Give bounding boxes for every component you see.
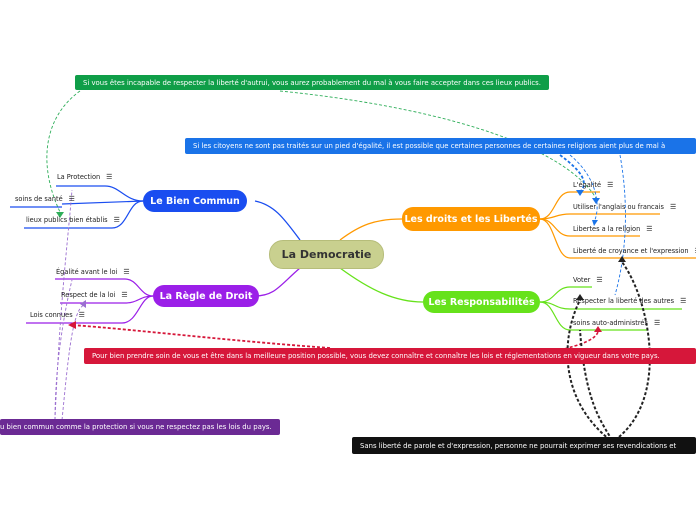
note-black[interactable]: Sans liberté de parole et d'expression, …: [352, 437, 696, 454]
menu-icon[interactable]: ☰: [670, 203, 677, 211]
leaf-soins-sante[interactable]: soins de santé ☰: [15, 195, 75, 203]
branch-droits-libertes[interactable]: Les droits et les Libertés: [402, 207, 540, 231]
menu-icon[interactable]: ☰: [106, 173, 113, 181]
leaf-label: soins de santé: [15, 195, 63, 203]
menu-icon[interactable]: ☰: [113, 216, 120, 224]
connector-droits: [339, 218, 403, 241]
menu-icon[interactable]: ☰: [121, 291, 128, 299]
leaf-label: Liberté de croyance et l'expression: [573, 247, 689, 255]
note-purple[interactable]: u bien commun comme la protection si vou…: [0, 419, 280, 435]
leaf-label: Lois connues: [30, 311, 73, 319]
leaf-label: Respect de la loi: [61, 291, 116, 299]
note-green[interactable]: Si vous êtes incapable de respecter la l…: [75, 75, 549, 90]
leaf-label: soins auto-administrés: [573, 319, 648, 327]
menu-icon[interactable]: ☰: [680, 297, 687, 305]
blue-note-link: [559, 154, 585, 193]
leaf-lieux-publics[interactable]: lieux publics bien établis ☰: [26, 216, 120, 224]
leaf-label: lieux publics bien établis: [26, 216, 108, 224]
leaf-label: Égalité avant le loi: [56, 268, 118, 276]
menu-icon[interactable]: ☰: [607, 181, 614, 189]
menu-icon[interactable]: ☰: [653, 319, 661, 327]
menu-icon[interactable]: ☰: [646, 225, 653, 233]
leaf-label: La Protection: [57, 173, 101, 181]
black-note-link: [566, 299, 611, 441]
leaf-label: Utiliser l'anglais ou francais: [573, 203, 664, 211]
leaf-langues[interactable]: Utiliser l'anglais ou francais ☰: [573, 203, 676, 211]
menu-icon[interactable]: ☰: [596, 276, 603, 284]
green-note-link: [46, 90, 81, 213]
connector-bien-commun: [254, 200, 301, 241]
leaf-label: Respecter la liberté des autres: [573, 297, 675, 305]
leaf-label: Libertes a la religion: [573, 225, 641, 233]
menu-icon[interactable]: ☰: [68, 195, 75, 203]
branch-regle-droit[interactable]: La Règle de Droit: [153, 285, 259, 307]
leaf-croyance-expression[interactable]: Liberté de croyance et l'expression ☰: [573, 247, 696, 255]
note-blue[interactable]: Si les citoyens ne sont pas traités sur …: [185, 138, 696, 154]
branch-responsabilites[interactable]: Les Responsabilités: [423, 291, 540, 313]
leaf-egalite-loi[interactable]: Égalité avant le loi ☰: [56, 268, 130, 276]
leaf-soins-auto[interactable]: soins auto-administrés ☰: [573, 319, 660, 327]
leaf-lois-connues[interactable]: Lois connues ☰: [30, 311, 85, 319]
menu-icon[interactable]: ☰: [695, 247, 696, 255]
connector-regle-droit: [254, 267, 301, 297]
leaf-la-protection[interactable]: La Protection ☰: [57, 173, 112, 181]
leaf-label: Voter: [573, 276, 591, 284]
red-note-link: [71, 324, 331, 349]
branch-bien-commun[interactable]: Le Bien Commun: [143, 190, 247, 212]
menu-icon[interactable]: ☰: [78, 311, 85, 319]
leaf-voter[interactable]: Voter ☰: [573, 276, 603, 284]
leaf-religion[interactable]: Libertes a la religion ☰: [573, 225, 653, 233]
purple-note-link: [54, 279, 73, 421]
leaf-respecter-liberte[interactable]: Respecter la liberté des autres ☰: [573, 297, 686, 305]
leaf-egalite[interactable]: L'égalité ☰: [573, 181, 613, 189]
connector-responsabilites: [339, 267, 424, 303]
menu-icon[interactable]: ☰: [123, 268, 130, 276]
note-red[interactable]: Pour bien prendre soin de vous et être d…: [84, 348, 696, 364]
leaf-label: L'égalité: [573, 181, 602, 189]
central-topic[interactable]: La Democratie: [269, 240, 384, 269]
leaf-respect-loi[interactable]: Respect de la loi ☰: [61, 291, 128, 299]
